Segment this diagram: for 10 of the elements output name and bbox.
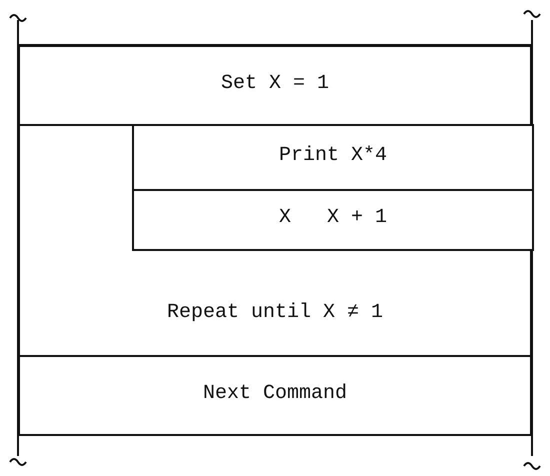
process-box (132, 124, 534, 191)
step-text: Print X*4 (278, 144, 388, 167)
step-text: X X + 1 (278, 206, 388, 229)
process-box (18, 45, 532, 126)
step-text: Next Command (202, 382, 348, 405)
loop-condition: Repeat until X ≠ 1 (166, 301, 384, 324)
loop-box (18, 124, 532, 357)
process-box (132, 189, 534, 251)
step-text: Set X = 1 (220, 72, 330, 95)
process-box (18, 355, 532, 436)
